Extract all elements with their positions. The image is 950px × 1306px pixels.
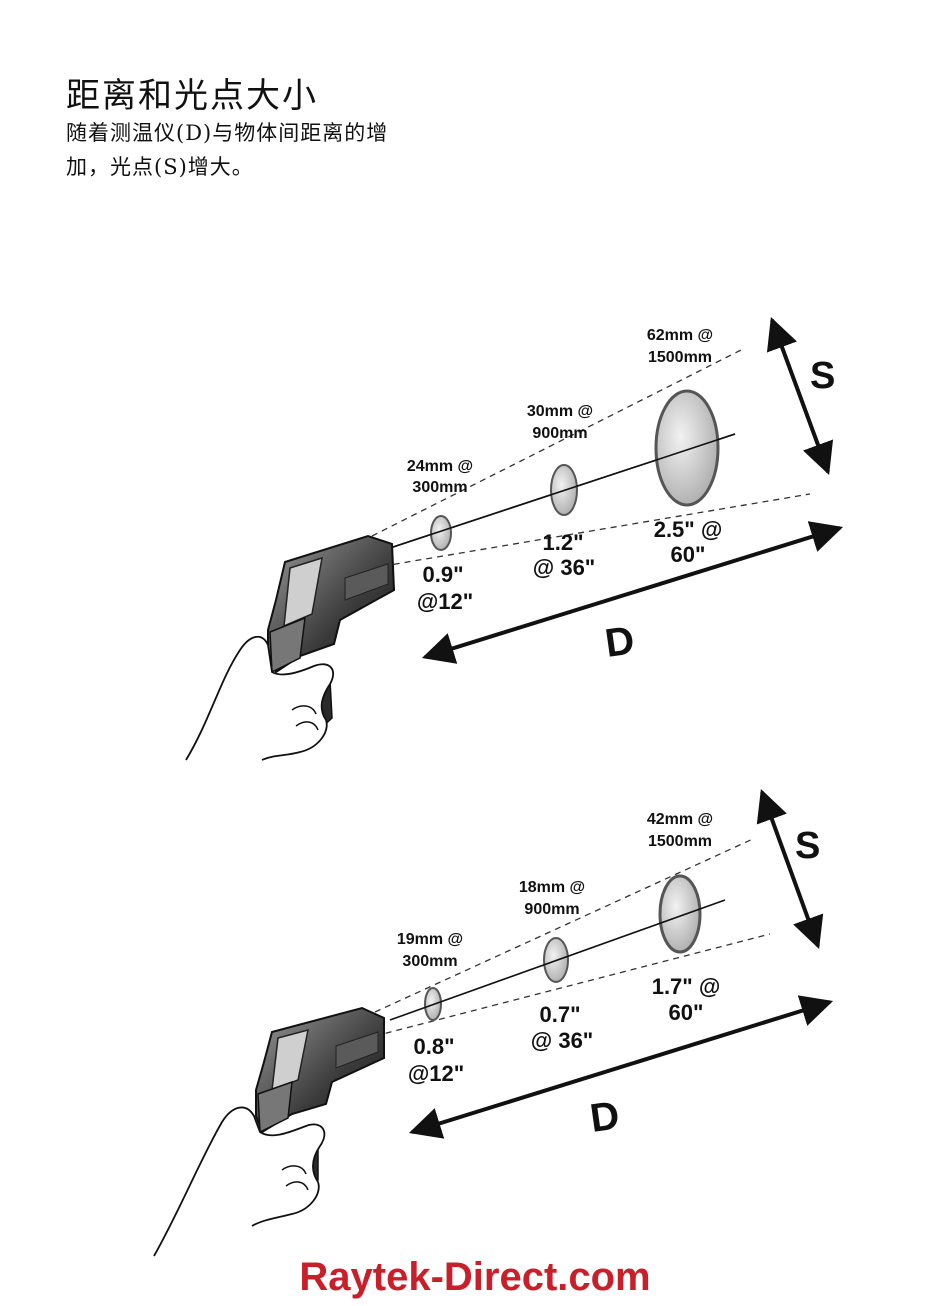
- brand-footer: Raytek-Direct.com: [0, 1255, 950, 1300]
- spot2-mm-label-line2: 900mm: [532, 425, 587, 442]
- spot3-in-label-line2: 60": [671, 542, 706, 567]
- spot3-in-label-line2: 60": [669, 1000, 704, 1025]
- s-label: S: [795, 825, 820, 867]
- spot1-in-label-line1: 0.9": [422, 562, 463, 587]
- spot2-mm-label-line1: 30mm @: [527, 403, 593, 420]
- spot-1500mm: [656, 391, 718, 505]
- spot3-mm-label-line2: 1500mm: [648, 349, 712, 366]
- spot1-mm-label-line1: 19mm @: [397, 931, 463, 948]
- spot1-mm-label-line1: 24mm @: [407, 458, 473, 475]
- diagram-1-svg: S D 24mm @ 300mm 30mm @ 900mm 62mm @ 150…: [0, 300, 950, 770]
- spot3-mm-label-line1: 42mm @: [647, 811, 713, 828]
- s-dimension-arrow: [762, 792, 818, 946]
- thermometer-gun-illustration: [154, 1008, 384, 1256]
- spot-size-diagram-2: S D 19mm @ 300mm 18mm @ 900mm 42mm @ 150…: [0, 780, 950, 1260]
- spot2-in-label-line1: 0.7": [539, 1002, 580, 1027]
- spot1-in-label-line2: @12": [417, 589, 473, 614]
- d-label: D: [602, 618, 637, 666]
- spot-size-diagram-1: S D 24mm @ 300mm 30mm @ 900mm 62mm @ 150…: [0, 300, 950, 770]
- spot1-mm-label-line2: 300mm: [412, 479, 467, 496]
- spot2-mm-label-line2: 900mm: [524, 901, 579, 918]
- spot-1500mm: [660, 876, 700, 952]
- d-dimension-arrow: [412, 1002, 830, 1132]
- d-label: D: [587, 1093, 622, 1141]
- diagram-2-svg: S D 19mm @ 300mm 18mm @ 900mm 42mm @ 150…: [0, 780, 950, 1260]
- spot2-in-label-line1: 1.2": [542, 530, 583, 555]
- spot3-in-label-line1: 1.7" @: [652, 974, 721, 999]
- spot1-in-label-line1: 0.8": [413, 1034, 454, 1059]
- spot3-mm-label-line1: 62mm @: [647, 327, 713, 344]
- spot2-mm-label-line1: 18mm @: [519, 879, 585, 896]
- spot1-in-label-line2: @12": [408, 1061, 464, 1086]
- thermometer-gun-illustration: [186, 536, 394, 760]
- description-line-2: 加，光点(S)增大。: [66, 151, 254, 181]
- spot3-in-label-line1: 2.5" @: [654, 517, 723, 542]
- spot2-in-label-line2: @ 36": [531, 1028, 593, 1053]
- page-title: 距离和光点大小: [66, 68, 318, 117]
- description-line-1: 随着测温仪(D)与物体间距离的增: [66, 117, 388, 147]
- spot3-mm-label-line2: 1500mm: [648, 833, 712, 850]
- spot2-in-label-line2: @ 36": [533, 555, 595, 580]
- s-label: S: [810, 355, 835, 397]
- spot1-mm-label-line2: 300mm: [402, 953, 457, 970]
